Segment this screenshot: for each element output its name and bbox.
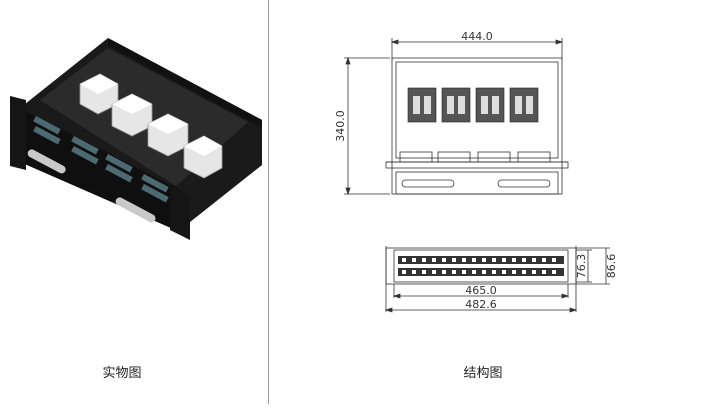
product-photo-panel: 实物图 [0, 0, 268, 404]
drawing-caption: 结构图 [463, 366, 503, 381]
product-photo [10, 38, 262, 240]
structure-drawing-panel: 444.0 340.0 465.0 482.6 76.3 86.6 结构图 [270, 0, 723, 404]
dim-height-inner: 76.3 [575, 254, 588, 279]
dim-front-inner-width: 465.0 [465, 284, 497, 297]
photo-caption: 实物图 [102, 366, 142, 381]
dim-height-overall: 86.6 [605, 254, 618, 279]
dim-depth: 340.0 [334, 110, 347, 142]
panel-divider [268, 0, 269, 404]
dim-width-top: 444.0 [461, 30, 493, 43]
dim-front-overall-width: 482.6 [465, 298, 497, 311]
structure-drawing: 444.0 340.0 465.0 482.6 76.3 86.6 [334, 30, 618, 313]
